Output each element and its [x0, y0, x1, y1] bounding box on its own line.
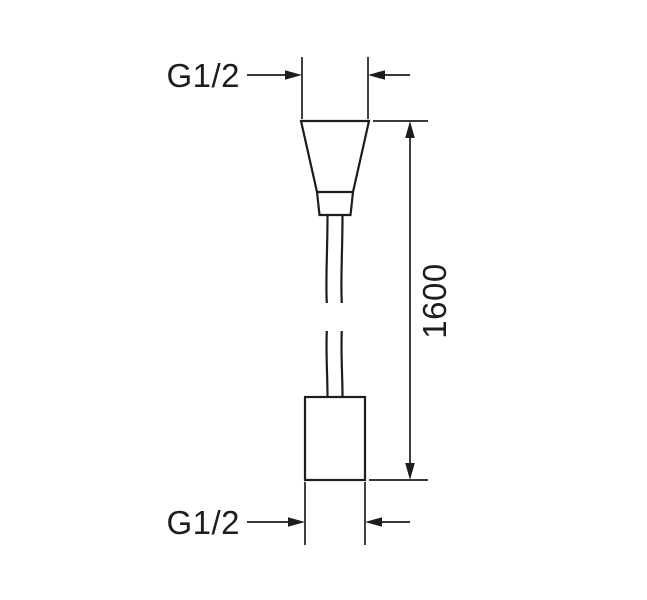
dimension-lines: [247, 74, 411, 523]
bottom-thread-size-label: G1/2: [166, 504, 240, 541]
arrow-bottom-right-pointing: [288, 517, 305, 527]
hose-length-label: 1600: [416, 263, 453, 338]
arrow-bottom-left-pointing: [365, 517, 382, 527]
arrow-length-up-pointing: [405, 121, 415, 138]
arrow-top-left-pointing: [368, 70, 385, 80]
hose-lower-right-edge: [340, 330, 344, 398]
top-connector-collar: [315, 191, 355, 217]
hose-upper-left-edge: [325, 214, 329, 304]
part-outline: [299, 119, 371, 482]
arrow-top-right-pointing: [285, 70, 302, 80]
hose-upper-right-edge: [340, 214, 344, 304]
extension-lines: [301, 57, 428, 545]
hose-lower-left-edge: [325, 330, 329, 398]
arrow-length-down-pointing: [405, 463, 415, 480]
top-thread-size-label: G1/2: [166, 57, 240, 94]
bottom-cylindrical-connector: [303, 395, 367, 482]
top-conical-connector: [299, 119, 371, 194]
dimension-arrowheads: [285, 70, 415, 527]
